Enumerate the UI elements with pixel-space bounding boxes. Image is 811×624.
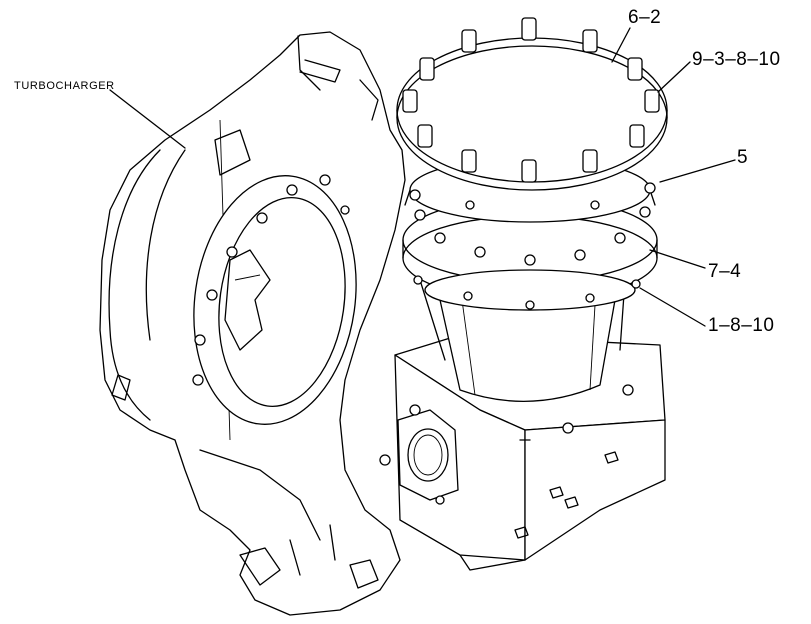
leader-lines bbox=[109, 27, 736, 327]
callout-9-3-8-10: 9–3–8–10 bbox=[692, 49, 781, 70]
turbine-flange-ring bbox=[192, 174, 357, 425]
flange-bolt-group bbox=[192, 174, 350, 386]
exhaust-pipe bbox=[419, 279, 626, 403]
callout-1-8-10: 1–8–10 bbox=[708, 315, 775, 336]
lower-flange-bolt-group bbox=[413, 206, 651, 310]
callout-7-4: 7–4 bbox=[708, 261, 742, 282]
cover-bolt-group bbox=[402, 17, 660, 183]
callout-5: 5 bbox=[737, 147, 749, 168]
top-cover-plate bbox=[396, 17, 668, 191]
turbocharger-label: TURBOCHARGER bbox=[14, 80, 115, 92]
lower-flange bbox=[402, 197, 658, 311]
callout-6-2: 6–2 bbox=[628, 7, 662, 28]
